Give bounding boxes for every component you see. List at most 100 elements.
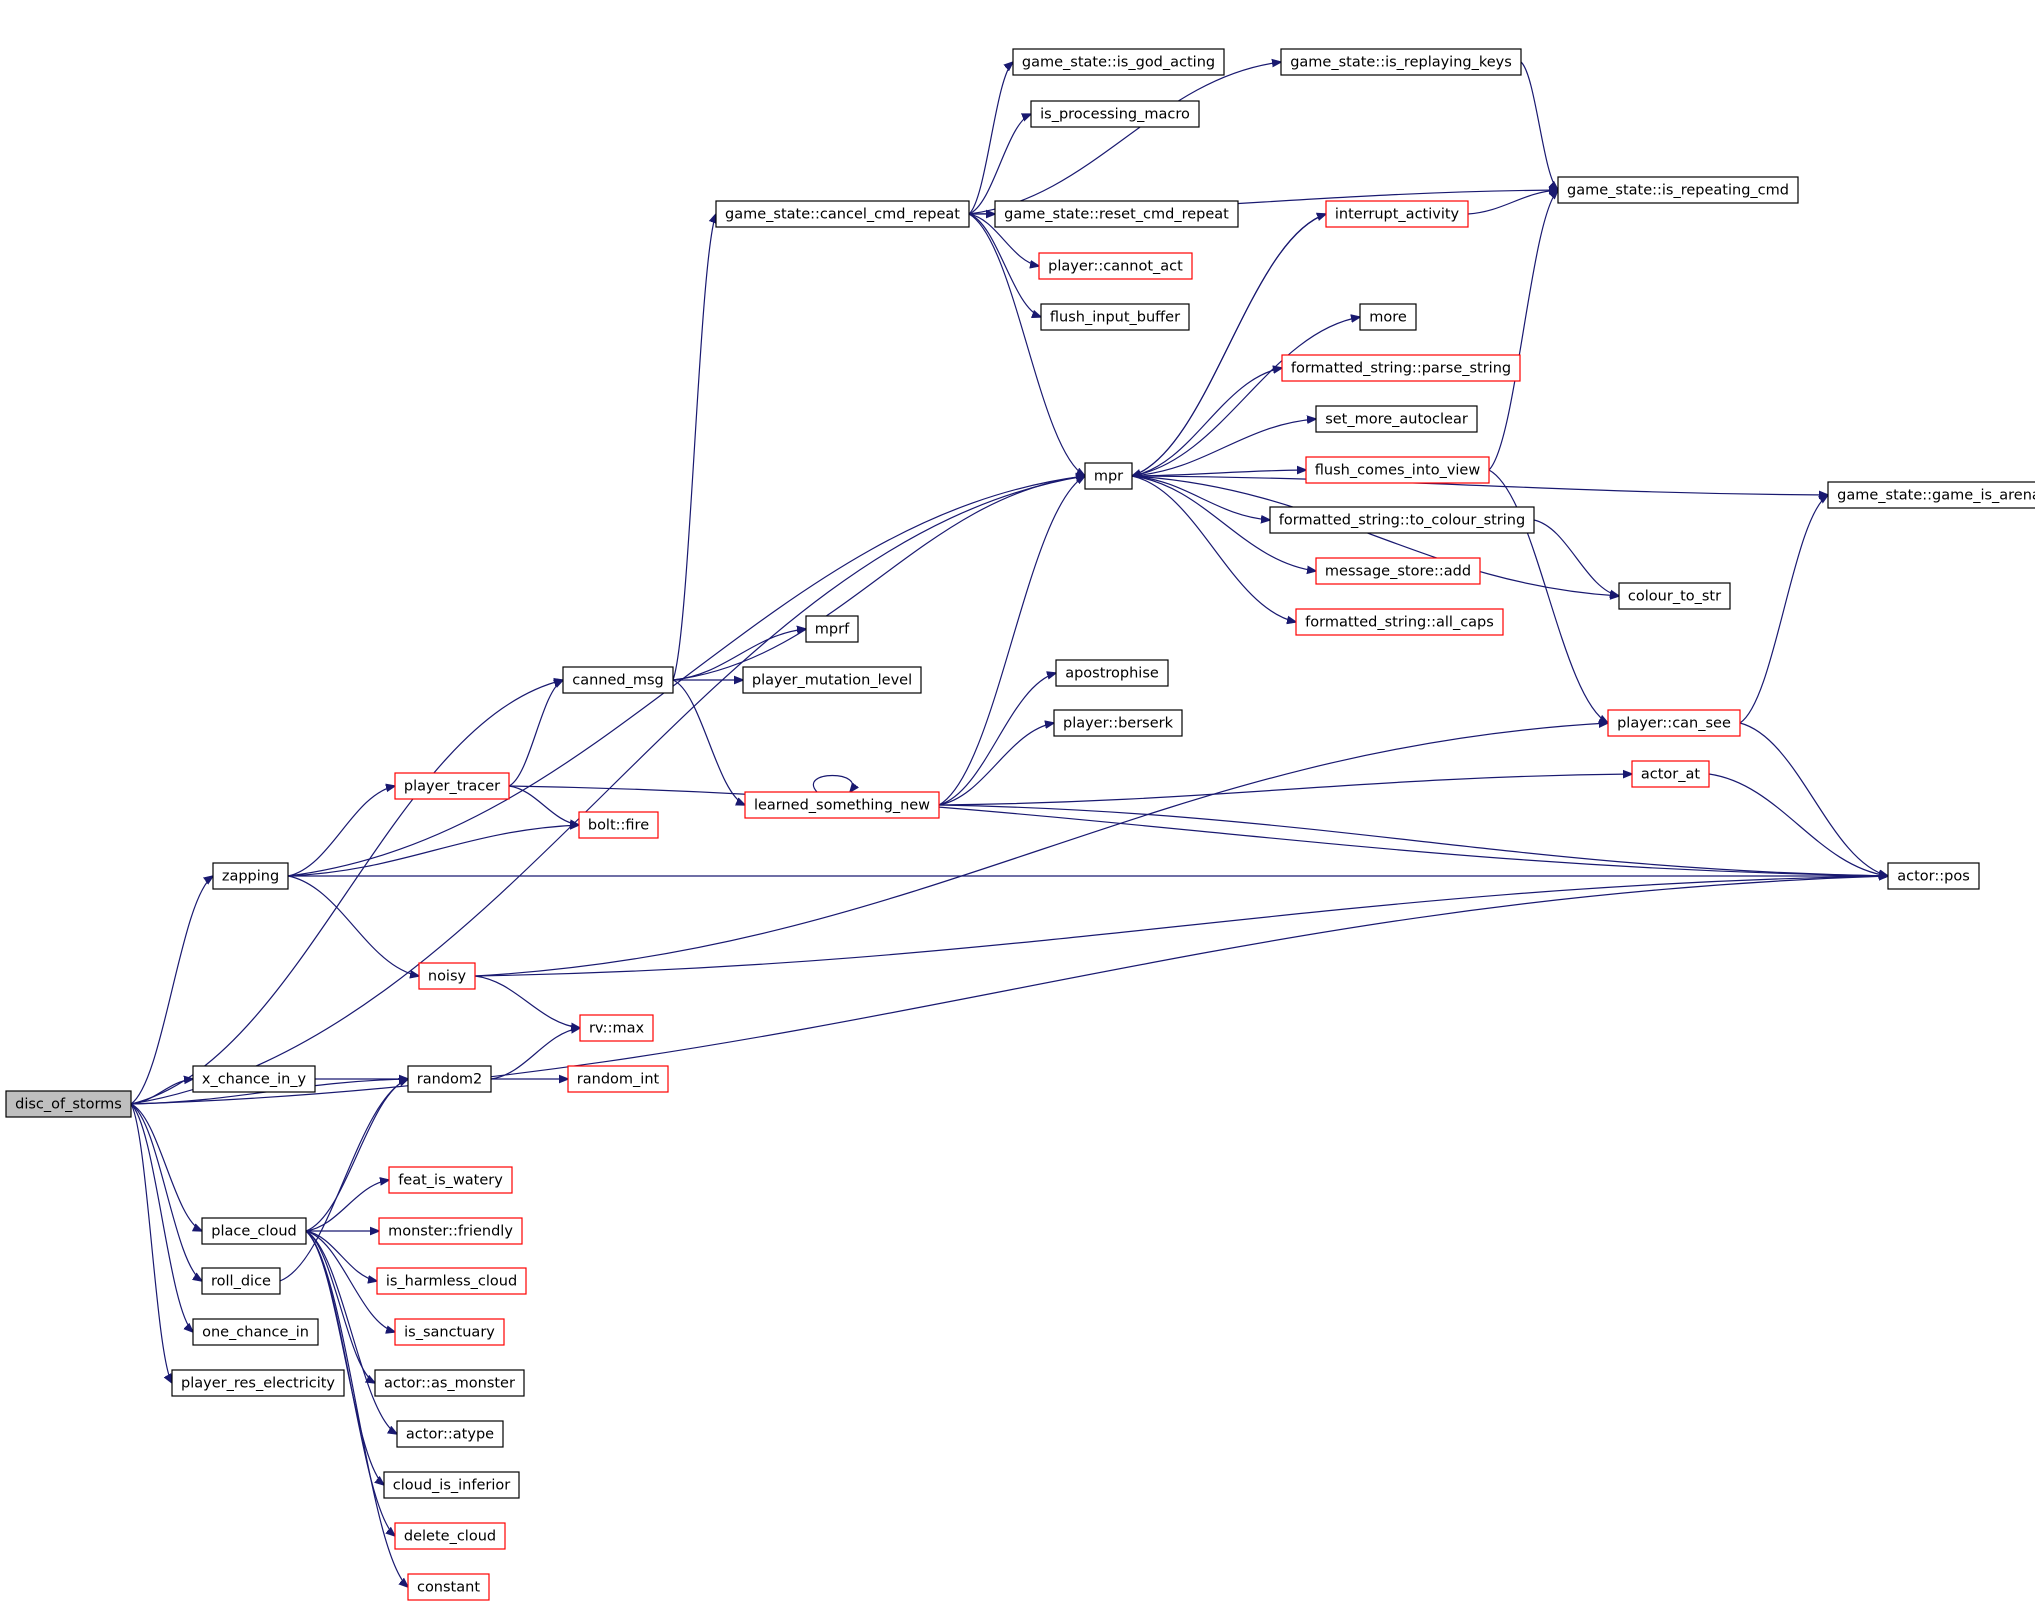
node-formatted-string-all-caps[interactable]: formatted_string::all_caps — [1295, 608, 1504, 636]
node-flush-comes-into-view[interactable]: flush_comes_into_view — [1305, 456, 1490, 484]
node-box — [394, 1522, 506, 1550]
edge-learned-something-new-to-apostrophise — [938, 673, 1056, 806]
node-roll-dice[interactable]: roll_dice — [201, 1267, 281, 1295]
node-box — [396, 1420, 504, 1448]
node-formatted-string-parse-string[interactable]: formatted_string::parse_string — [1281, 354, 1521, 382]
node-more[interactable]: more — [1359, 303, 1417, 331]
node-box — [407, 1573, 490, 1601]
node-game-state-is-god-acting[interactable]: game_state::is_god_acting — [1012, 48, 1225, 76]
node-label: place_cloud — [211, 1224, 297, 1240]
node-box — [742, 666, 922, 694]
node-label: formatted_string::to_colour_string — [1279, 513, 1525, 529]
node-disc-of-storms[interactable]: disc_of_storms — [5, 1090, 132, 1118]
node-place-cloud[interactable]: place_cloud — [201, 1217, 307, 1245]
node-constant[interactable]: constant — [407, 1573, 490, 1601]
node-box — [1280, 48, 1522, 76]
edge-disc-of-storms-to-actor-pos — [130, 876, 1888, 1105]
node-one-chance-in[interactable]: one_chance_in — [192, 1318, 319, 1346]
node-box — [1295, 608, 1504, 636]
node-delete-cloud[interactable]: delete_cloud — [394, 1522, 506, 1550]
node-game-state-is-replaying-keys[interactable]: game_state::is_replaying_keys — [1280, 48, 1522, 76]
node-zapping[interactable]: zapping — [212, 862, 289, 890]
node-game-state-is-repeating-cmd[interactable]: game_state::is_repeating_cmd — [1557, 176, 1799, 204]
node-label: constant — [417, 1580, 480, 1596]
node-game-state-game-is-arena[interactable]: game_state::game_is_arena — [1827, 481, 2035, 509]
node-interrupt-activity[interactable]: interrupt_activity — [1325, 200, 1469, 228]
node-bolt-fire[interactable]: bolt::fire — [578, 811, 659, 839]
node-label: interrupt_activity — [1335, 207, 1460, 223]
node-box — [1012, 48, 1225, 76]
node-box — [1325, 200, 1469, 228]
edge-place-cloud-to-is-harmless-cloud — [305, 1230, 377, 1281]
node-player-berserk[interactable]: player::berserk — [1053, 709, 1183, 737]
node-mprf[interactable]: mprf — [805, 615, 859, 643]
node-box — [201, 1267, 281, 1295]
node-label: game_state::is_replaying_keys — [1290, 55, 1512, 71]
node-actor-pos[interactable]: actor::pos — [1887, 862, 1980, 890]
edge-mpr-to-set-more-autoclear — [1131, 419, 1316, 477]
node-actor-as-monster[interactable]: actor::as_monster — [374, 1369, 525, 1397]
node-box — [5, 1090, 132, 1118]
node-colour-to-str[interactable]: colour_to_str — [1618, 582, 1731, 610]
node-label: player::cannot_act — [1048, 259, 1183, 275]
node-label: actor::as_monster — [384, 1376, 515, 1392]
node-label: noisy — [428, 969, 467, 985]
node-is-harmless-cloud[interactable]: is_harmless_cloud — [376, 1267, 527, 1295]
node-label: is_sanctuary — [404, 1325, 495, 1341]
node-label: flush_comes_into_view — [1315, 463, 1481, 479]
node-flush-input-buffer[interactable]: flush_input_buffer — [1040, 303, 1190, 331]
node-monster-friendly[interactable]: monster::friendly — [378, 1217, 523, 1245]
node-x-chance-in-y[interactable]: x_chance_in_y — [192, 1065, 316, 1093]
edge-place-cloud-to-actor-as-monster — [305, 1230, 375, 1383]
node-player-mutation-level[interactable]: player_mutation_level — [742, 666, 922, 694]
node-game-state-reset-cmd-repeat[interactable]: game_state::reset_cmd_repeat — [994, 200, 1239, 228]
node-box — [994, 200, 1239, 228]
edge-formatted-string-to-colour-string-to-colour-to-str — [1533, 519, 1619, 596]
edge-disc-of-storms-to-mpr — [130, 476, 1085, 1105]
node-game-state-cancel-cmd-repeat[interactable]: game_state::cancel_cmd_repeat — [715, 200, 970, 228]
node-rv-max[interactable]: rv::max — [579, 1014, 654, 1042]
edge-mpr-to-interrupt-activity — [1131, 214, 1326, 477]
node-formatted-string-to-colour-string[interactable]: formatted_string::to_colour_string — [1269, 506, 1535, 534]
node-player-tracer[interactable]: player_tracer — [394, 772, 510, 800]
node-player-res-electricity[interactable]: player_res_electricity — [171, 1369, 345, 1397]
node-message-store-add[interactable]: message_store::add — [1315, 557, 1481, 585]
node-label: monster::friendly — [388, 1224, 513, 1240]
edge-game-state-cancel-cmd-repeat-to-mpr — [968, 213, 1085, 476]
node-set-more-autoclear[interactable]: set_more_autoclear — [1315, 405, 1478, 433]
node-learned-something-new[interactable]: learned_something_new — [744, 791, 940, 819]
node-random2[interactable]: random2 — [407, 1065, 492, 1093]
node-noisy[interactable]: noisy — [418, 962, 476, 990]
edge-disc-of-storms-to-place-cloud — [130, 1103, 202, 1231]
node-label: player::can_see — [1617, 716, 1731, 732]
node-label: actor::pos — [1897, 869, 1970, 885]
node-box — [1618, 582, 1731, 610]
edge-mpr-to-game-state-game-is-arena — [1131, 475, 1828, 495]
node-label: x_chance_in_y — [202, 1072, 307, 1088]
node-random-int[interactable]: random_int — [567, 1065, 669, 1093]
node-actor-atype[interactable]: actor::atype — [396, 1420, 504, 1448]
node-box — [171, 1369, 345, 1397]
edge-game-state-cancel-cmd-repeat-to-flush-input-buffer — [968, 213, 1041, 317]
node-canned-msg[interactable]: canned_msg — [562, 666, 674, 694]
node-is-sanctuary[interactable]: is_sanctuary — [394, 1318, 505, 1346]
node-apostrophise[interactable]: apostrophise — [1055, 659, 1169, 687]
node-player-cannot-act[interactable]: player::cannot_act — [1038, 252, 1193, 280]
node-label: player_mutation_level — [752, 673, 912, 689]
node-box — [1607, 709, 1741, 737]
node-label: is_processing_macro — [1040, 107, 1190, 123]
node-mpr[interactable]: mpr — [1084, 462, 1133, 490]
node-label: disc_of_storms — [15, 1097, 122, 1113]
node-actor-at[interactable]: actor_at — [1631, 760, 1710, 788]
node-label: actor_at — [1641, 767, 1701, 783]
node-box — [1315, 557, 1481, 585]
node-cloud-is-inferior[interactable]: cloud_is_inferior — [383, 1471, 520, 1499]
node-player-can-see[interactable]: player::can_see — [1607, 709, 1741, 737]
edge-interrupt-activity-to-game-state-is-repeating-cmd — [1467, 190, 1558, 215]
edge-canned-msg-to-game-state-cancel-cmd-repeat — [672, 214, 716, 681]
node-feat-is-watery[interactable]: feat_is_watery — [388, 1166, 513, 1194]
node-is-processing-macro[interactable]: is_processing_macro — [1030, 100, 1200, 128]
edge-learned-something-new-to-learned-something-new — [813, 774, 852, 793]
node-box — [1038, 252, 1193, 280]
